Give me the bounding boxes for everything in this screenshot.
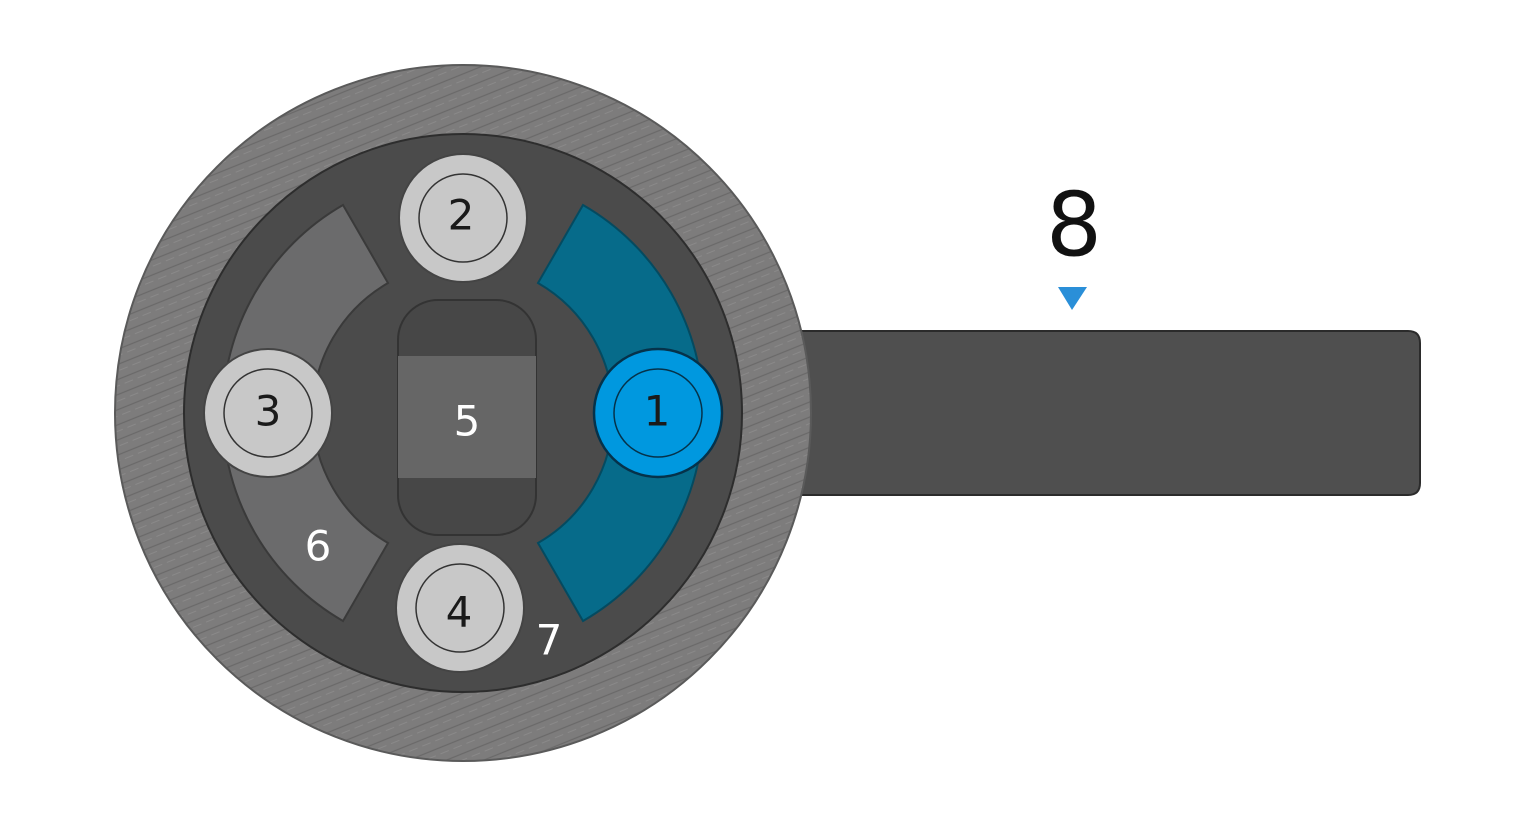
label-3: 3 (255, 387, 282, 436)
center-square-5[interactable] (398, 356, 536, 478)
bar-8 (759, 330, 1421, 496)
label-5: 5 (454, 397, 481, 446)
label-1: 1 (644, 387, 671, 436)
label-2: 2 (448, 191, 475, 240)
triangle-down-icon (1058, 287, 1087, 310)
button-1[interactable]: 1 (592, 347, 724, 479)
label-6: 6 (305, 522, 332, 571)
button-2[interactable]: 2 (398, 153, 528, 283)
button-4[interactable]: 4 (395, 543, 525, 673)
button-3[interactable]: 3 (203, 348, 333, 478)
label-4: 4 (446, 588, 473, 637)
label-7: 7 (536, 616, 563, 665)
label-8: 8 (1046, 174, 1102, 277)
